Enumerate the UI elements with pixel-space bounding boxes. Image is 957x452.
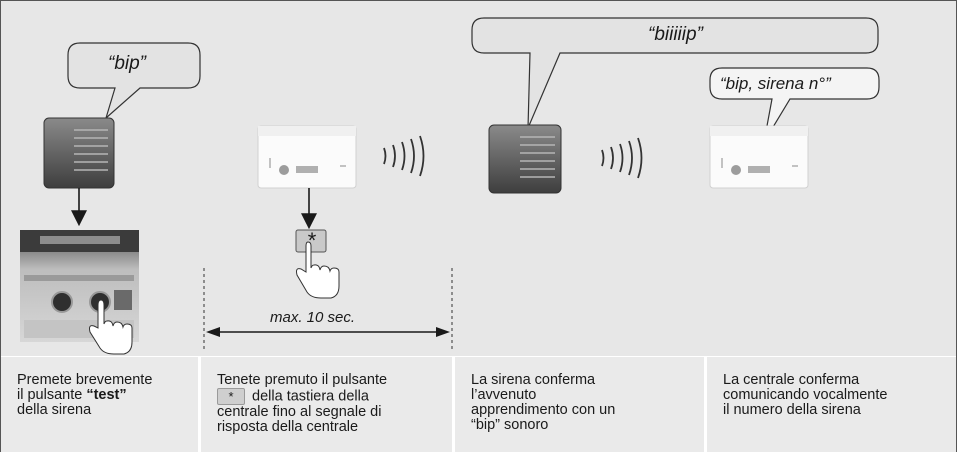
pressing-hand-icon (296, 241, 340, 299)
max-duration-label: max. 10 sec. (270, 309, 356, 326)
step-3-line-4: “bip” sonoro (471, 417, 549, 433)
step-3-line-1: La sirena conferma (471, 372, 596, 388)
bubble-central-text: “bip, sirena n°” (720, 74, 831, 93)
step-3-line-3: apprendimento con un (471, 402, 616, 418)
star-key-inline: * (217, 388, 245, 405)
control-panel-icon-2 (709, 125, 809, 189)
step-4-line-2: comunicando vocalmente (723, 387, 888, 403)
test-button-photo (20, 230, 139, 342)
timing-double-arrow (206, 327, 450, 337)
pointing-hand-icon (89, 299, 133, 355)
step-2: Tenete premuto il pulsante * della tasti… (201, 357, 455, 452)
step-1-line-2: il pulsante “test” (17, 388, 198, 403)
instructions-row: Premete brevemente il pulsante “test” de… (1, 356, 956, 452)
step-4-line-1: La centrale conferma (723, 372, 860, 388)
step-2-line-1: Tenete premuto il pulsante (217, 372, 388, 388)
step-3-line-2: l’avvenuto (471, 387, 537, 403)
step-4-line-3: il numero della sirena (723, 402, 861, 418)
speech-bubble-siren-long (471, 17, 879, 129)
star-key-label: * (307, 228, 317, 253)
step-2-line-3: centrale fino al segnale di (217, 404, 382, 420)
control-panel-icon (257, 125, 357, 189)
radio-waves-icon-2 (601, 137, 643, 179)
step-3: La sirena conferma l’avvenuto apprendime… (455, 357, 707, 452)
step-4: La centrale conferma comunicando vocalme… (707, 357, 956, 452)
bubble-biiiiip-text: “biiiiip” (648, 24, 703, 45)
bubble-bip-text: “bip” (108, 53, 147, 74)
step-1-line-1: Premete brevemente (17, 372, 153, 388)
step-1-line-2-text: il pulsante (17, 387, 87, 403)
step-2-line-4: risposta della centrale (217, 419, 359, 435)
step-1: Premete brevemente il pulsante “test” de… (1, 357, 201, 452)
step-1-line-3: della sirena (17, 402, 92, 418)
speech-bubble-central (709, 67, 880, 143)
siren-device-icon-2 (488, 124, 562, 194)
step-2-line-2-text: della tastiera della (248, 388, 369, 405)
siren-device-icon (43, 117, 115, 189)
test-button-label: “test” (86, 387, 127, 403)
radio-waves-icon (383, 135, 425, 177)
speech-bubble-siren (67, 42, 201, 120)
step-2-line-2: * della tastiera della (217, 388, 452, 405)
